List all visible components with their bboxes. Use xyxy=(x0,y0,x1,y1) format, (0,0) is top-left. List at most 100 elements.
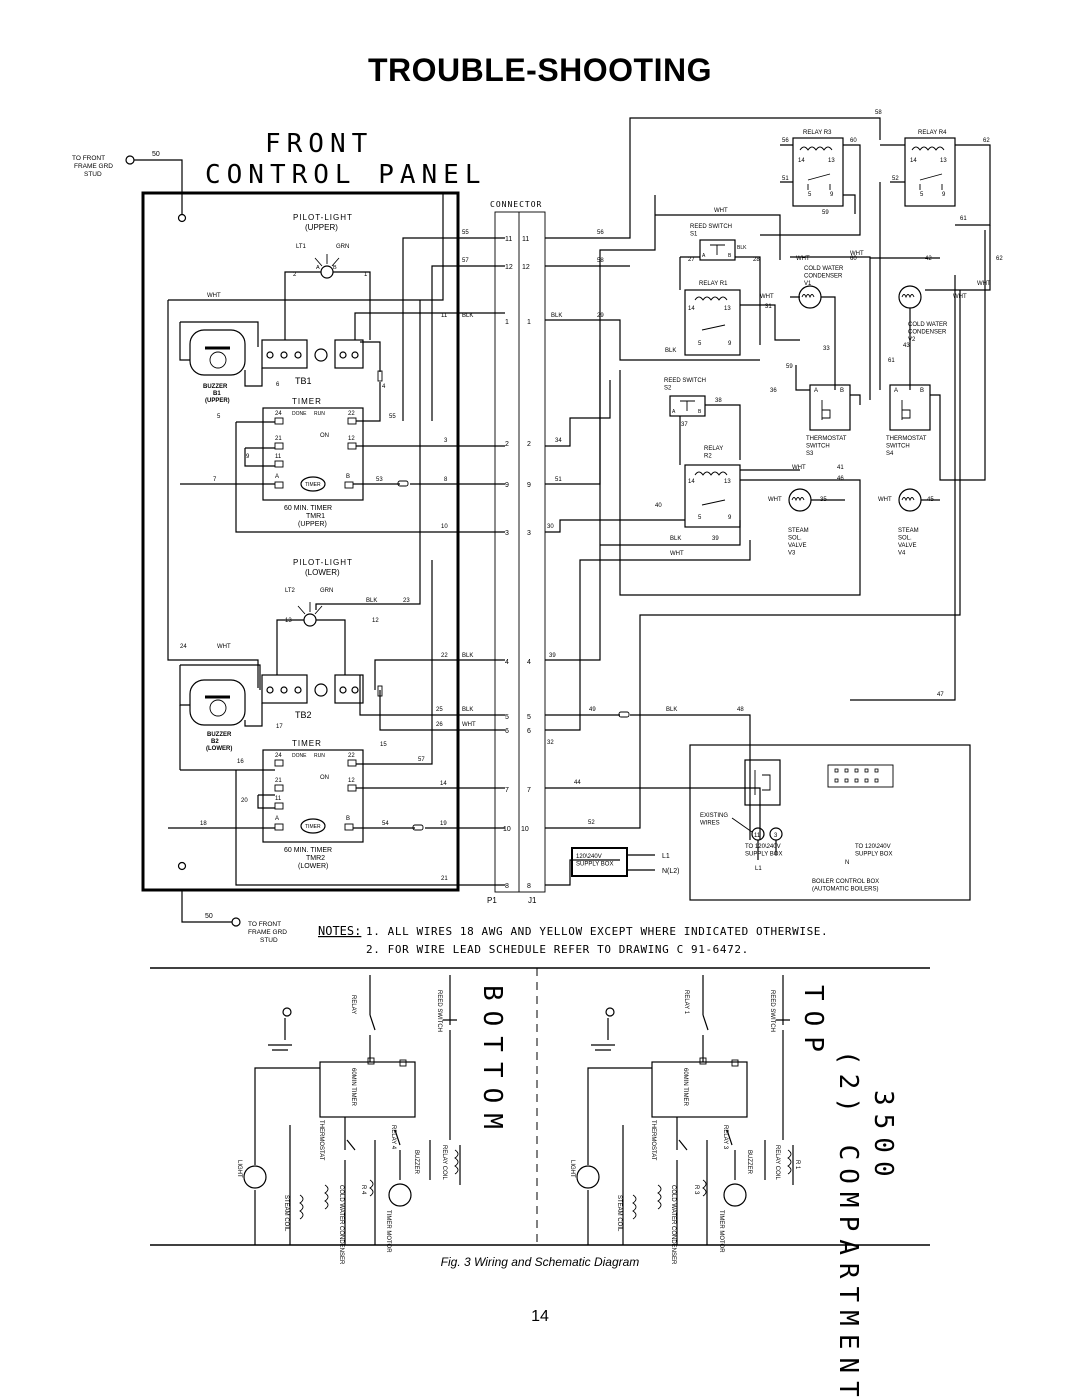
svg-text:REED SWITCH: REED SWITCH xyxy=(436,990,442,1032)
svg-text:21: 21 xyxy=(275,778,282,784)
svg-text:9: 9 xyxy=(246,454,250,460)
svg-text:BOTTOM: BOTTOM xyxy=(477,985,507,1139)
note-2: 2. FOR WIRE LEAD SCHEDULE REFER TO DRAWI… xyxy=(366,943,749,956)
svg-text:30: 30 xyxy=(547,524,554,530)
svg-text:TIMER: TIMER xyxy=(305,824,321,830)
svg-text:24: 24 xyxy=(275,753,282,759)
svg-text:62: 62 xyxy=(983,138,990,144)
svg-text:TMR2: TMR2 xyxy=(306,855,325,862)
svg-text:13: 13 xyxy=(724,306,731,312)
svg-text:A: A xyxy=(672,409,676,415)
svg-text:5: 5 xyxy=(698,341,702,347)
svg-text:WHT: WHT xyxy=(714,208,728,214)
svg-text:RELAY 4: RELAY 4 xyxy=(390,1125,396,1150)
svg-text:COLD WATER CONDENSER: COLD WATER CONDENSER xyxy=(670,1185,676,1265)
relay-r4-label: RELAY R4 xyxy=(918,130,947,136)
svg-text:ON: ON xyxy=(320,775,329,781)
page-title: TROUBLE-SHOOTING xyxy=(368,52,712,88)
svg-text:56: 56 xyxy=(782,138,789,144)
thermostat-switch-s4 xyxy=(889,384,931,431)
svg-text:BLK: BLK xyxy=(737,245,747,251)
svg-text:BLK: BLK xyxy=(551,313,562,319)
svg-text:STEAM COIL: STEAM COIL xyxy=(616,1195,622,1232)
svg-text:60MIN TIMER: 60MIN TIMER xyxy=(350,1068,356,1107)
svg-text:REED SWITCH: REED SWITCH xyxy=(769,990,775,1032)
ground-terminal-bottom xyxy=(231,917,241,927)
relay-r3-label: RELAY R3 xyxy=(803,130,832,136)
connector-p1-j1 xyxy=(494,211,546,893)
svg-text:(2) COMPARTMENT: (2) COMPARTMENT xyxy=(833,1050,863,1397)
svg-text:31: 31 xyxy=(765,304,772,310)
svg-text:25: 25 xyxy=(436,707,443,713)
svg-text:TIMER: TIMER xyxy=(292,397,322,406)
svg-text:WHT: WHT xyxy=(207,293,221,299)
svg-text:49: 49 xyxy=(589,707,596,713)
svg-text:BLK: BLK xyxy=(462,653,473,659)
notes-label: NOTES: xyxy=(318,924,361,938)
svg-text:22: 22 xyxy=(348,411,355,417)
svg-text:9: 9 xyxy=(728,515,732,521)
svg-text:6: 6 xyxy=(276,382,280,388)
svg-text:THERMOSTAT: THERMOSTAT xyxy=(318,1120,324,1161)
schematic-top: TOP (2) COMPARTMENT 3500 RELAY 1 REED SW… xyxy=(569,975,898,1397)
svg-text:13: 13 xyxy=(940,158,947,164)
svg-text:(UPPER): (UPPER) xyxy=(298,521,327,528)
svg-text:4: 4 xyxy=(527,659,531,666)
svg-text:26: 26 xyxy=(436,722,443,728)
schematic-bottom: BOTTOM RELAY REED SWITCH 60MIN TIMER THE… xyxy=(236,975,507,1265)
svg-text:62: 62 xyxy=(996,256,1003,262)
panel-heading-2: CONTROL PANEL xyxy=(205,160,487,190)
svg-text:TMR1: TMR1 xyxy=(306,513,325,520)
svg-text:TIMER MOTOR: TIMER MOTOR xyxy=(718,1210,724,1253)
svg-text:DONE: DONE xyxy=(292,753,307,759)
svg-text:59: 59 xyxy=(786,364,793,370)
svg-text:18: 18 xyxy=(200,821,207,827)
svg-text:13: 13 xyxy=(828,158,835,164)
svg-text:22: 22 xyxy=(348,753,355,759)
svg-text:59: 59 xyxy=(822,210,829,216)
svg-text:10: 10 xyxy=(503,826,511,833)
svg-text:6: 6 xyxy=(505,728,509,735)
svg-text:19: 19 xyxy=(440,821,447,827)
svg-text:11: 11 xyxy=(275,796,282,802)
thermostat-switch-s3 xyxy=(809,384,851,431)
svg-text:BLK: BLK xyxy=(666,707,677,713)
svg-text:J1: J1 xyxy=(528,896,537,905)
pilot-light-upper xyxy=(320,265,334,279)
svg-text:5: 5 xyxy=(527,714,531,721)
svg-text:9: 9 xyxy=(942,192,946,198)
svg-text:BLK: BLK xyxy=(366,598,377,604)
svg-text:9: 9 xyxy=(527,482,531,489)
svg-text:A: A xyxy=(316,265,320,271)
svg-text:8: 8 xyxy=(527,883,531,890)
svg-text:RUN: RUN xyxy=(314,411,325,417)
svg-text:WHT: WHT xyxy=(670,551,684,557)
terminal-block-tb2 xyxy=(261,674,308,704)
svg-text:WHT: WHT xyxy=(768,497,782,503)
svg-text:21: 21 xyxy=(275,436,282,442)
svg-text:WHT: WHT xyxy=(760,294,774,300)
control-panel-box xyxy=(141,191,460,892)
svg-text:R 4: R 4 xyxy=(360,1185,366,1195)
svg-text:11: 11 xyxy=(505,236,512,243)
svg-text:29: 29 xyxy=(597,313,604,319)
svg-text:27: 27 xyxy=(688,257,695,263)
svg-text:1: 1 xyxy=(505,319,509,326)
svg-text:58: 58 xyxy=(597,258,604,264)
relay-r4 xyxy=(904,137,956,207)
svg-text:48: 48 xyxy=(737,707,744,713)
svg-text:TB1: TB1 xyxy=(295,376,312,386)
svg-text:GRN: GRN xyxy=(320,588,333,594)
timer-tmr1 xyxy=(262,407,364,501)
svg-text:WHT: WHT xyxy=(796,256,810,262)
svg-text:34: 34 xyxy=(555,438,562,444)
